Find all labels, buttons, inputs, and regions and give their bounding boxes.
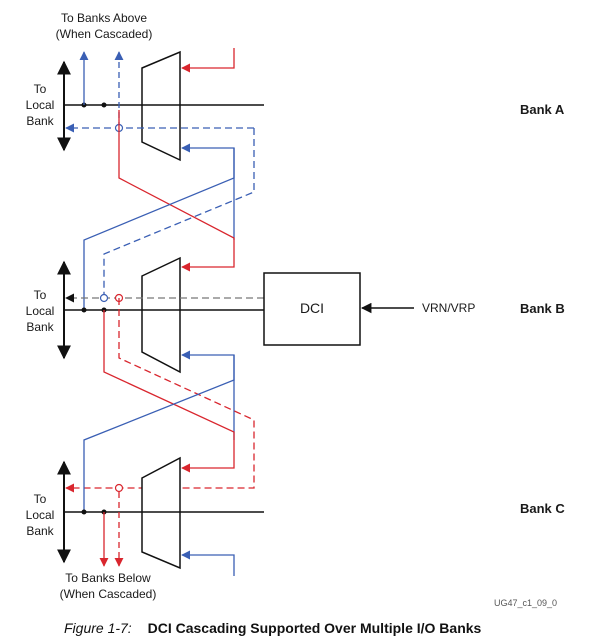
blue-cascade-c-to-b (83, 355, 235, 512)
banks-below-label-line2: (When Cascaded) (60, 587, 157, 601)
blue-cascade-b-to-a (83, 148, 235, 312)
bank-b-label: Bank B (520, 301, 565, 316)
bank-c-blue-input (181, 550, 235, 576)
bank-a-mux (141, 50, 181, 162)
red-cascade-a-to-b (118, 110, 235, 272)
bank-b-local-label-1: To (34, 288, 47, 302)
bank-c-label: Bank C (520, 501, 565, 516)
bank-a-local-label-3: Bank (26, 114, 54, 128)
bank-a-group: To Local Bank (26, 48, 264, 240)
bank-a-label: Bank A (520, 102, 565, 117)
dci-label: DCI (300, 300, 324, 316)
bank-c-group: To Local Bank (26, 456, 264, 576)
bank-a-local-label-2: Local (26, 98, 55, 112)
red-cascade-b-to-c (103, 310, 235, 473)
bank-b-junction-1 (81, 307, 87, 313)
banks-below-label-line1: To Banks Below (65, 571, 151, 585)
blue-dashed-cascade-b-to-a (103, 128, 255, 298)
bank-a-red-input (181, 48, 235, 73)
bank-c-open-junction (114, 483, 124, 493)
bank-b-open-junction-blue (99, 293, 109, 303)
bank-b-group: To Local Bank DCI VRN/VRP (26, 256, 475, 440)
bank-b-mux (141, 256, 181, 374)
red-dashed-cascade-b-to-c (65, 298, 255, 493)
bank-a-local-label-1: To (34, 82, 47, 96)
bank-c-mux (141, 456, 181, 570)
dci-block (263, 272, 361, 346)
figure-id-watermark: UG47_c1_09_0 (494, 598, 557, 608)
figure-caption: Figure 1-7: DCI Cascading Supported Over… (64, 620, 481, 636)
bank-c-junction-1 (81, 509, 87, 515)
figure-title: DCI Cascading Supported Over Multiple I/… (147, 620, 482, 636)
figure-number: Figure 1-7: (64, 620, 132, 636)
bank-c-local-label-2: Local (26, 508, 55, 522)
bank-b-local-label-3: Bank (26, 320, 54, 334)
bank-b-local-label-2: Local (26, 304, 55, 318)
banks-above-label-line1: To Banks Above (61, 11, 147, 25)
bank-a-blue-return (181, 143, 235, 240)
vrn-vrp-label: VRN/VRP (422, 301, 475, 315)
bank-c-local-label-1: To (34, 492, 47, 506)
bank-a-junction-2 (101, 102, 107, 108)
bank-c-local-label-3: Bank (26, 524, 54, 538)
banks-above-label-line2: (When Cascaded) (56, 27, 153, 41)
